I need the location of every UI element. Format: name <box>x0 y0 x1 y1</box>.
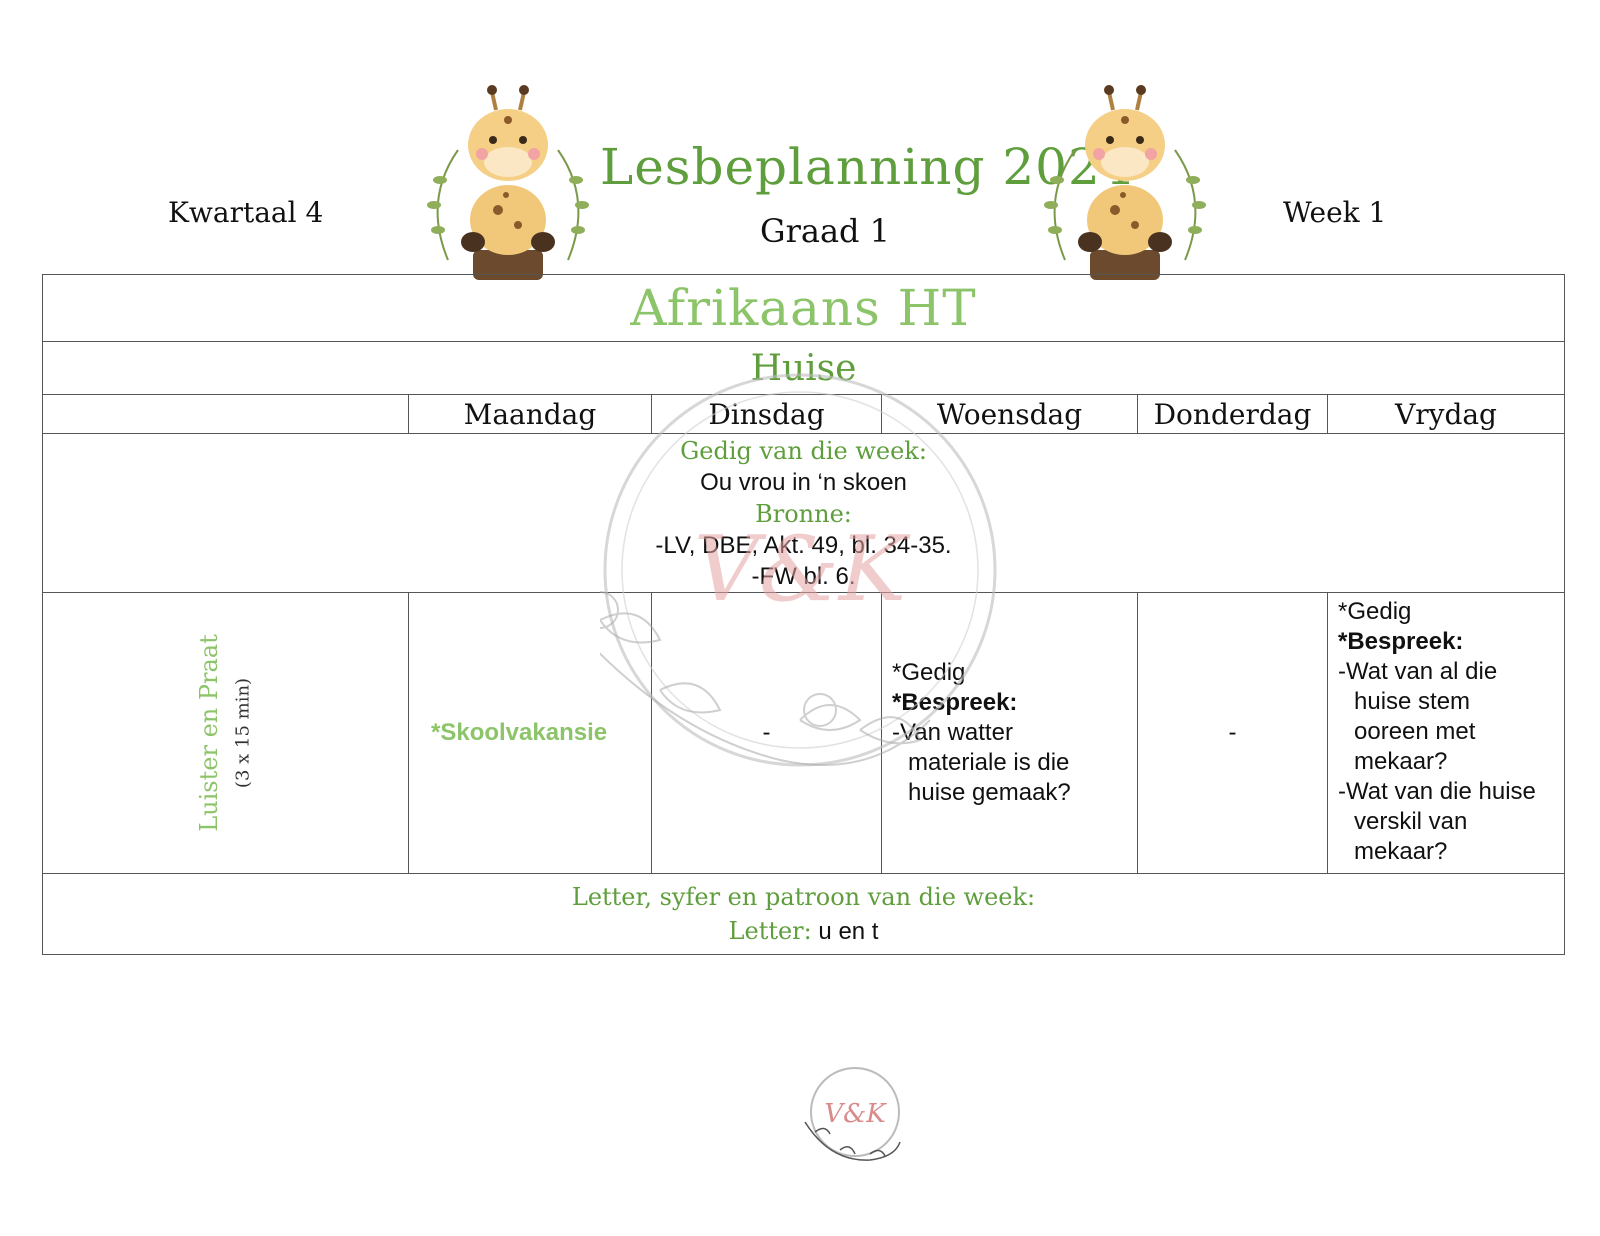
wednesday-activity: *Gedig *Bespreek: -Van watter materiale … <box>881 592 1138 874</box>
source-item: -FW bl. 6. <box>751 562 856 590</box>
activity-line: huise gemaak? <box>908 779 1071 806</box>
source-item: -LV, DBE, Akt. 49, bl. 34-35. <box>655 531 952 559</box>
poem-title: Ou vrou in ‘n skoen <box>700 468 907 496</box>
day-label: Maandag <box>463 397 597 431</box>
grade-label: Graad 1 <box>760 212 891 250</box>
letter-cell: Letter, syfer en patroon van die week: L… <box>41 873 1566 955</box>
day-header-thursday: Donderdag <box>1137 394 1328 434</box>
letter-label: Letter: <box>728 916 812 945</box>
activity-line: -Wat van die huise <box>1338 778 1536 805</box>
footer-logo: V&K <box>804 1067 901 1161</box>
letter-section-title: Letter, syfer en patroon van die week: <box>571 882 1036 911</box>
footer-logo-monogram: V&K <box>824 1099 887 1129</box>
lesson-plan-table: Afrikaans HT Huise Maandag Dinsdag Woens… <box>41 274 1566 955</box>
activity-line: mekaar? <box>1354 838 1448 865</box>
tuesday-activity: - <box>651 592 882 874</box>
activity-line: huise stem <box>1354 688 1471 715</box>
day-header-monday: Maandag <box>408 394 652 434</box>
activity-line: ooreen met <box>1354 718 1476 745</box>
activity-line: *Bespreek: <box>892 689 1018 716</box>
activity-line: -Van watter <box>892 719 1013 746</box>
activity-line: mekaar? <box>1354 748 1448 775</box>
week-label: Week 1 <box>1283 196 1387 229</box>
day-header-wednesday: Woensdag <box>881 394 1138 434</box>
activity-label: Luister en Praat <box>195 634 223 832</box>
day-header-tuesday: Dinsdag <box>651 394 882 434</box>
page-title: Lesbeplanning 2024 <box>600 138 1134 196</box>
subject-title: Afrikaans HT <box>630 279 977 337</box>
giraffe-illustration-right <box>1044 85 1206 280</box>
activity-line: materiale is die <box>908 749 1070 776</box>
subject-cell: Afrikaans HT <box>41 274 1566 342</box>
sources-label: Bronne: <box>755 499 852 528</box>
giraffe-illustration-left <box>427 85 589 280</box>
monday-activity: *Skoolvakansie <box>408 592 652 874</box>
poem-label: Gedig van die week: <box>680 436 927 465</box>
activity-line: *Gedig <box>1338 598 1412 625</box>
day-header-friday: Vrydag <box>1326 394 1566 434</box>
day-label: Donderdag <box>1153 397 1312 431</box>
luister-praat-label-cell: Luister en Praat (3 x 15 min) <box>42 592 409 874</box>
letter-value: u en t <box>818 917 879 945</box>
friday-activity: *Gedig *Bespreek: -Wat van al die huise … <box>1326 592 1566 874</box>
day-label: Vrydag <box>1395 397 1497 431</box>
activity-line: *Bespreek: <box>1338 628 1464 655</box>
activity-line: verskil van <box>1354 808 1468 835</box>
activity-line: -Wat van al die <box>1338 658 1498 685</box>
theme-title: Huise <box>750 347 857 389</box>
quarter-label: Kwartaal 4 <box>168 196 324 229</box>
activity-duration: (3 x 15 min) <box>232 677 254 789</box>
thursday-activity: - <box>1137 592 1328 874</box>
day-label: Dinsdag <box>708 397 825 431</box>
activity-line: *Gedig <box>892 659 966 686</box>
poem-cell: Gedig van die week: Ou vrou in ‘n skoen … <box>41 433 1566 593</box>
days-corner-cell <box>42 394 409 434</box>
theme-cell: Huise <box>41 341 1566 395</box>
day-label: Woensdag <box>936 397 1083 431</box>
